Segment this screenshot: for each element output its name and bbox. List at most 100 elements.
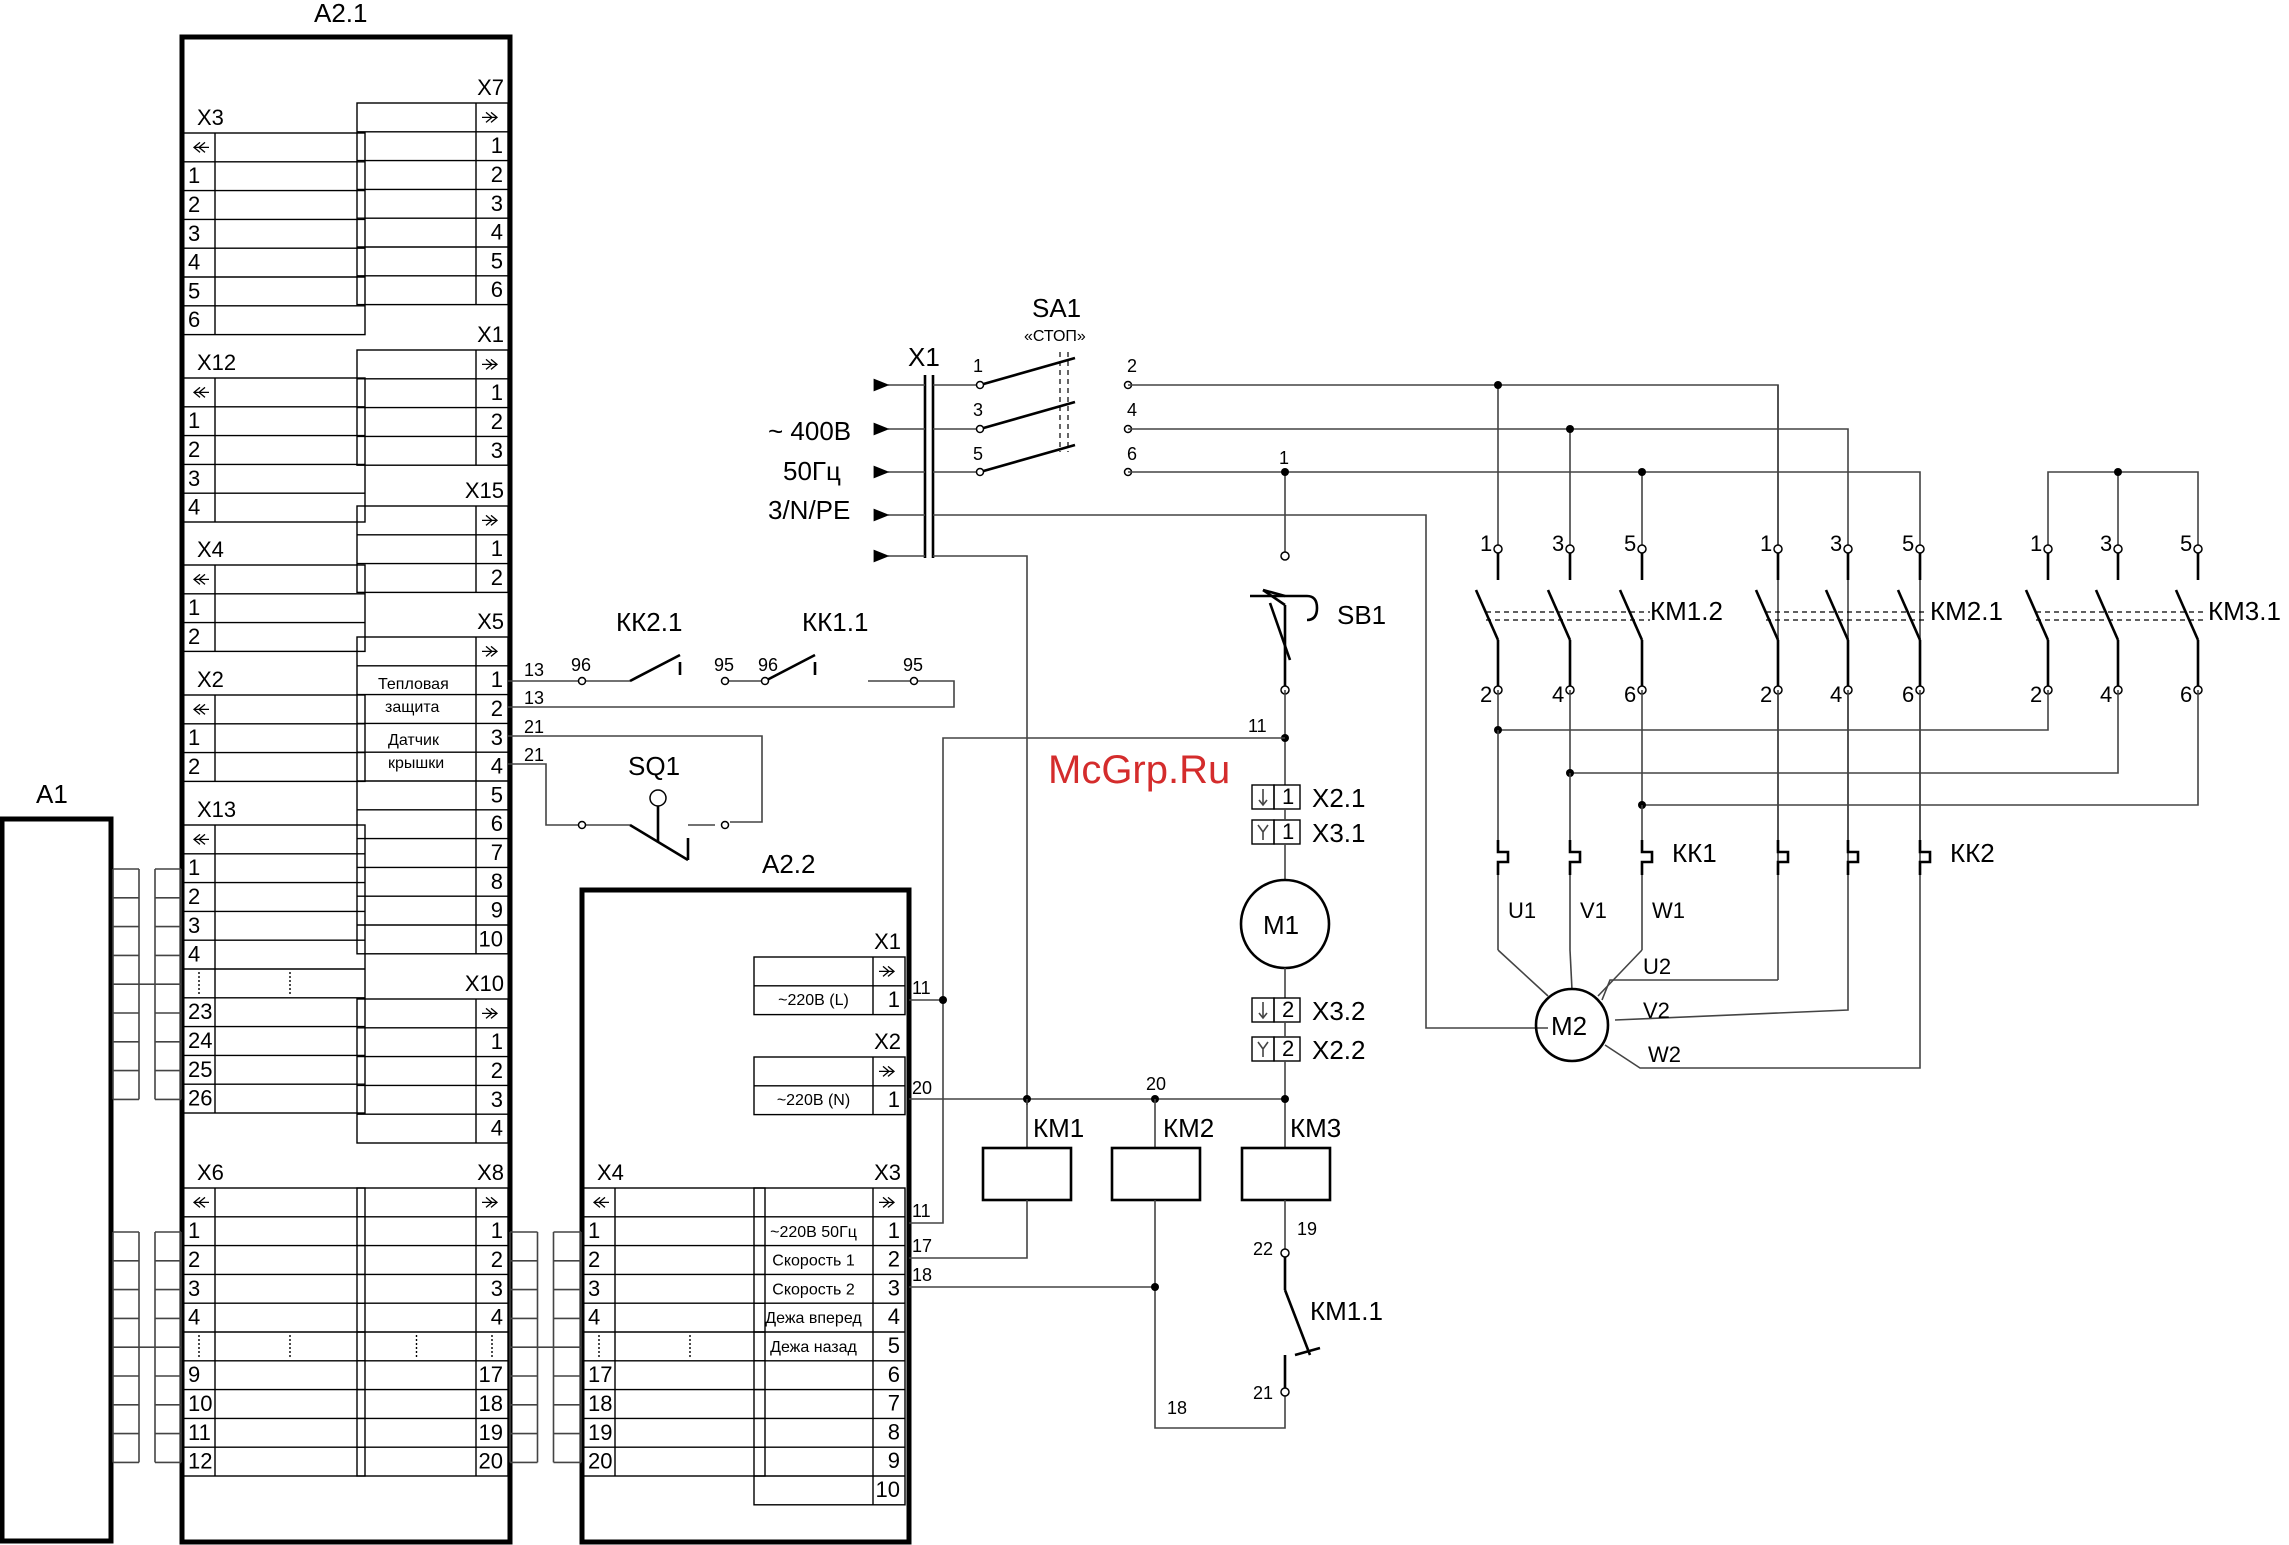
supply-frequency: 50Гц [783, 456, 841, 486]
thermal-circuit [508, 653, 955, 826]
motor-m2 [1497, 949, 1921, 1069]
v1-label: V1 [1580, 898, 1607, 923]
row-label: Дежа вперед [765, 1310, 862, 1327]
bus-ladder [112, 868, 182, 1101]
contact-pin-top: 1 [2030, 531, 2042, 556]
km12-label: КМ1.2 [1650, 596, 1723, 626]
pin-number: 3 [491, 725, 503, 750]
sa1-pin-4: 4 [1127, 400, 1137, 420]
pin-number: 17 [479, 1362, 503, 1387]
x31-label: X3.1 [1312, 818, 1366, 848]
pin-number: 10 [479, 926, 503, 951]
pin-number: 3 [491, 1276, 503, 1301]
plug-right-icon [482, 358, 499, 370]
sa1-switch [975, 352, 1133, 477]
pin-number: 4 [491, 754, 503, 779]
pin-number: 2 [491, 162, 503, 187]
row-label: ~220В (L) [778, 992, 849, 1009]
bus-ladder [112, 1231, 182, 1464]
wire-11a: 11 [1248, 716, 1267, 736]
pin-number: 1 [491, 536, 503, 561]
x32-pin: 2 [1282, 997, 1294, 1022]
pin-number: 1 [491, 380, 503, 405]
wire-21a: 21 [524, 717, 544, 737]
wire-20b: 20 [912, 1078, 932, 1098]
pin-number: 18 [479, 1391, 503, 1416]
pin-number: 4 [491, 220, 503, 245]
wire-11b: 11 [912, 978, 931, 998]
row-label: ~220В (N) [777, 1092, 850, 1109]
plug-left-icon [192, 833, 209, 845]
plug-right-icon [482, 1196, 499, 1208]
pin-number: 3 [491, 438, 503, 463]
x5-lid-label-2: крышки [388, 755, 444, 772]
wire-20a: 20 [1146, 1074, 1166, 1094]
pin-number: 1 [188, 855, 200, 880]
pin-number: 9 [491, 898, 503, 923]
plug-right-icon [482, 645, 499, 657]
pin-number: 4 [491, 1305, 503, 1330]
wire-19: 19 [1297, 1219, 1317, 1239]
plug-left-icon [192, 386, 209, 398]
pin-number: 6 [888, 1362, 900, 1387]
contact-pin-top: 3 [1552, 531, 1564, 556]
sb1-label: SB1 [1337, 600, 1386, 630]
pin-number: 4 [888, 1304, 900, 1329]
connector-x22 [1251, 1036, 1301, 1062]
x31-pin: 1 [1282, 819, 1294, 844]
pin-number: 2 [188, 884, 200, 909]
pin-number: 5 [188, 278, 200, 303]
sa1-note: «СТОП» [1024, 328, 1086, 345]
pin-number: 1 [588, 1218, 600, 1243]
block-a22 [579, 887, 912, 1545]
sa1-pin-1: 1 [973, 356, 983, 376]
km11-contact-label: КМ1.1 [1310, 1296, 1383, 1326]
pin-number: 2 [491, 565, 503, 590]
pin-number: 3 [588, 1276, 600, 1301]
pin-number: 2 [588, 1247, 600, 1272]
connector-title: X13 [197, 797, 236, 822]
x5-thermal-label-1: Тепловая [378, 676, 449, 693]
connector-title: X2 [874, 1029, 901, 1054]
pin-number: 2 [188, 754, 200, 779]
row-label: Скорость 1 [772, 1253, 855, 1270]
block-a21 [179, 34, 513, 1545]
contact-pin-top: 3 [1830, 531, 1842, 556]
contact-pin-bottom: 4 [2100, 682, 2112, 707]
km3-label: КМ3 [1290, 1113, 1341, 1143]
supply-bus [873, 375, 980, 563]
connector-title: X5 [477, 609, 504, 634]
x22-label: X2.2 [1312, 1035, 1366, 1065]
pin-number: 1 [491, 133, 503, 158]
connector-title: X8 [477, 1160, 504, 1185]
pin-number: 1 [491, 667, 503, 692]
kk11-label: КК1.1 [802, 607, 868, 637]
supply-voltage: ~ 400В [768, 416, 851, 446]
phase-buses [933, 381, 2199, 1105]
connector-title: X1 [874, 929, 901, 954]
kk2-label: КК2 [1950, 838, 1995, 868]
pin-number: 2 [491, 696, 503, 721]
pin-number: 1 [888, 987, 900, 1012]
pin-number: 2 [188, 192, 200, 217]
x5-lid-label-1: Датчик [388, 732, 440, 749]
m2-label: М2 [1551, 1011, 1587, 1041]
u1-label: U1 [1508, 898, 1536, 923]
supply-connector-label: X1 [908, 342, 940, 372]
u2-label: U2 [1643, 954, 1671, 979]
pin-number: 1 [491, 1218, 503, 1243]
wire-17: 17 [912, 1236, 932, 1256]
x21-pin: 1 [1282, 784, 1294, 809]
contact-pin-top: 5 [1624, 531, 1636, 556]
pin-number: 1 [188, 725, 200, 750]
pin-number: 1 [888, 1087, 900, 1112]
